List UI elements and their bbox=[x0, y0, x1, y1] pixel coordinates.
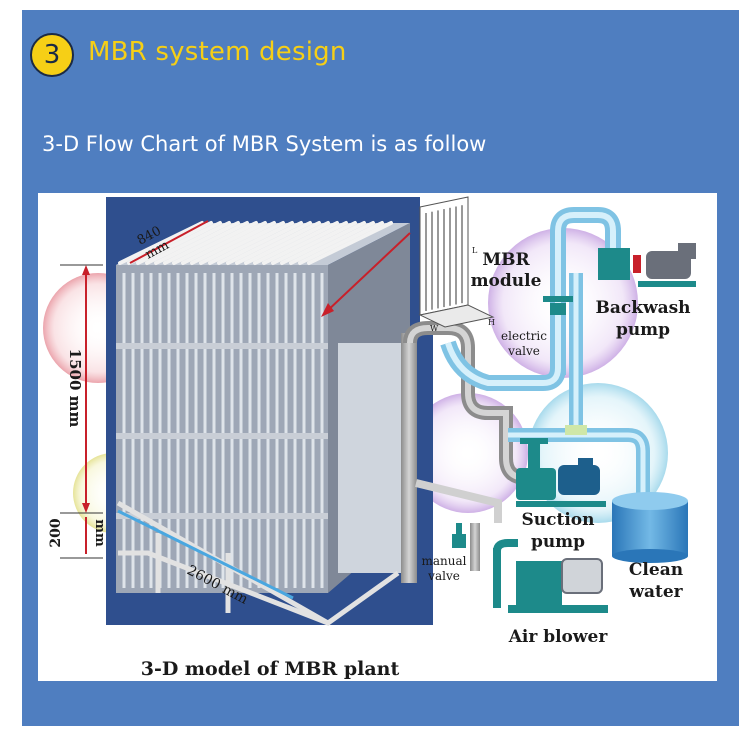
header-tube bbox=[226, 221, 312, 265]
backwash-pipe bbox=[440, 207, 650, 493]
dim-height-label: 1500 mm bbox=[66, 349, 84, 428]
dim-base: 200 mm bbox=[48, 517, 107, 559]
label-clean-line1: Clean bbox=[629, 560, 683, 580]
air-blower-icon bbox=[493, 539, 608, 613]
header-tube bbox=[145, 221, 231, 265]
header-tube bbox=[208, 221, 294, 265]
suction-pipe bbox=[401, 321, 548, 583]
header-tube bbox=[298, 221, 384, 265]
header-tube bbox=[262, 221, 348, 265]
label-clean-line2: water bbox=[628, 582, 683, 602]
label-mbr-line2: module bbox=[471, 271, 542, 291]
label-mbr-line1: MBR bbox=[482, 250, 530, 270]
base-beam bbox=[117, 509, 294, 600]
label-suction-line2: pump bbox=[531, 532, 585, 552]
label-backwash-line1: Backwash bbox=[595, 298, 690, 318]
header-tube bbox=[190, 221, 276, 265]
header-tube bbox=[154, 221, 240, 265]
header-tube bbox=[118, 221, 204, 265]
mbr-diagram-svg: 840 mm 1500 mm 200 mm 2600 mm bbox=[43, 196, 696, 680]
header-tube bbox=[136, 221, 222, 265]
label-air-blower: Air blower bbox=[508, 627, 609, 647]
module-dim-h: H bbox=[488, 318, 495, 327]
header-tube bbox=[280, 221, 366, 265]
clean-water-tank-icon bbox=[612, 492, 688, 563]
dim-base-value: 200 bbox=[48, 518, 64, 547]
electric-valve-icon bbox=[543, 296, 573, 315]
backwash-pump-icon bbox=[598, 243, 696, 287]
label-backwash-line2: pump bbox=[616, 320, 670, 340]
dim-height: 1500 mm bbox=[60, 264, 103, 514]
suction-pump-icon bbox=[516, 438, 606, 507]
label-electric-line2: valve bbox=[507, 344, 540, 358]
pointer-arrow-head bbox=[321, 303, 334, 317]
header-tube bbox=[253, 221, 339, 265]
label-electric-line1: electric bbox=[501, 329, 547, 343]
mbr-flow-diagram: 840 mm 1500 mm 200 mm 2600 mm bbox=[38, 193, 717, 681]
header-tube bbox=[289, 221, 375, 265]
mbr-module-icon: L W H bbox=[418, 196, 495, 333]
section-number: 3 bbox=[43, 40, 61, 70]
pointer-arrow bbox=[324, 232, 411, 314]
header-tube bbox=[307, 221, 393, 265]
module-dim-w: W bbox=[430, 324, 439, 333]
header-tube bbox=[244, 221, 330, 265]
module-dim-l: L bbox=[472, 246, 478, 255]
base-frame bbox=[116, 500, 400, 626]
label-manual-line1: manual bbox=[422, 554, 467, 568]
section-number-badge: 3 bbox=[30, 33, 74, 77]
label-suction-line1: Suction bbox=[522, 510, 595, 530]
page-subtitle: 3-D Flow Chart of MBR System is as follo… bbox=[42, 132, 487, 156]
header-tube bbox=[217, 221, 303, 265]
label-manual-line2: valve bbox=[427, 569, 460, 583]
dim-base-unit: mm bbox=[92, 519, 107, 547]
manual-valve-icon bbox=[452, 523, 480, 571]
decor-bubble bbox=[408, 393, 528, 513]
header-tube bbox=[163, 221, 249, 265]
figure-caption: 3-D model of MBR plant bbox=[141, 658, 400, 680]
header-tube bbox=[271, 221, 357, 265]
header-tube bbox=[172, 221, 258, 265]
header-tube bbox=[181, 221, 267, 265]
header-tube bbox=[199, 221, 285, 265]
header-tube bbox=[235, 221, 321, 265]
page-title: MBR system design bbox=[88, 37, 347, 67]
